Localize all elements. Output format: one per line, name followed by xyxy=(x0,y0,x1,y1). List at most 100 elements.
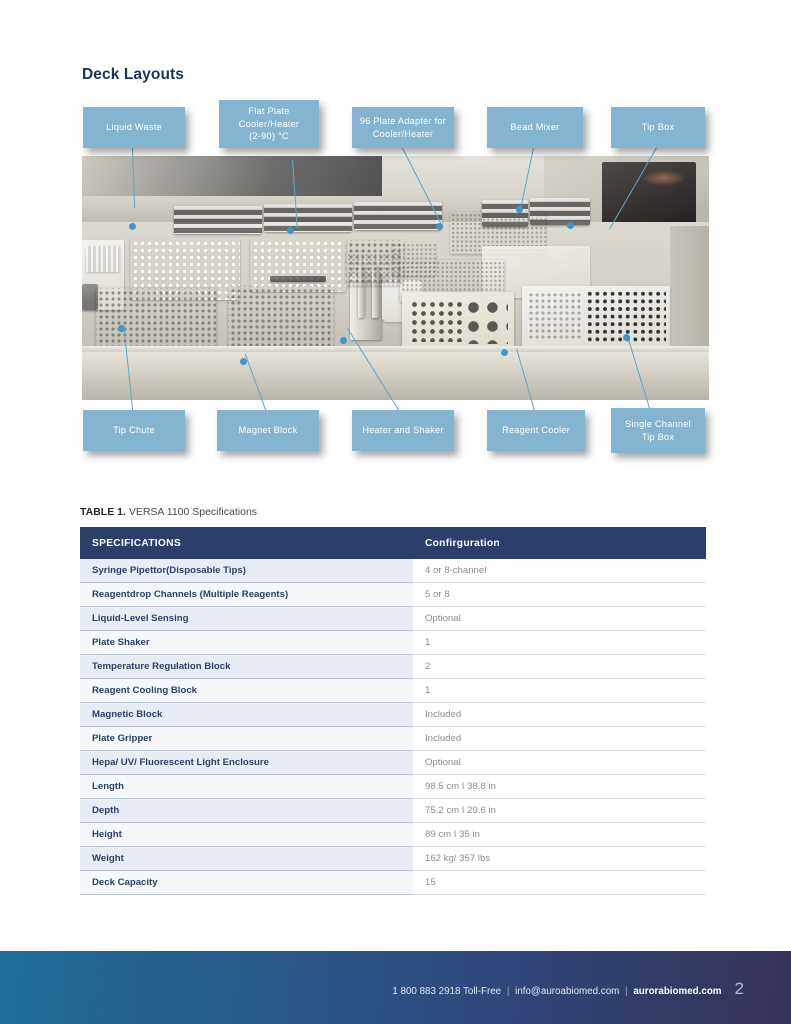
cell-specification: Height xyxy=(80,822,413,847)
photo-deck-rail xyxy=(82,346,709,353)
photo-tip-chute-opening xyxy=(82,284,98,310)
footer-separator-2: | xyxy=(625,986,628,997)
page-footer: 1 800 883 2918 Toll-Free | info@auroabio… xyxy=(0,951,791,1024)
photo-tip-box-left-wells xyxy=(528,292,582,340)
callout-label: Tip Box xyxy=(641,122,675,133)
photo-tip-box-right-wells xyxy=(586,290,666,342)
leader-dot-magnet-block xyxy=(240,358,247,365)
page-title: Deck Layouts xyxy=(82,66,184,83)
table-row: Reagentdrop Channels (Multiple Reagents)… xyxy=(80,582,706,607)
callout-heater-and-shaker[interactable]: Heater and Shaker xyxy=(352,410,454,451)
table-body: Syringe Pipettor(Disposable Tips)4 or 8-… xyxy=(80,559,706,895)
cell-specification: Syringe Pipettor(Disposable Tips) xyxy=(80,559,413,583)
cell-configuration: Included xyxy=(413,702,706,727)
photo-deck-front xyxy=(82,352,709,400)
cell-configuration: 89 cm I 35 in xyxy=(413,822,706,847)
deck-layout-figure: Liquid Waste Flat Plate Cooler/Heater (2… xyxy=(0,95,791,475)
cell-specification: Magnetic Block xyxy=(80,702,413,727)
photo-heater-shaker xyxy=(228,286,334,348)
callout-label: Heater and Shaker xyxy=(362,425,444,436)
callout-label: Tip Chute xyxy=(113,425,155,436)
photo-reagent-cooler-small-holes xyxy=(410,300,466,342)
photo-gripper-finger-right xyxy=(372,266,379,318)
callout-label: Flat Plate Cooler/Heater (2-90) °C xyxy=(238,106,300,142)
callout-tip-box[interactable]: Tip Box xyxy=(611,107,705,148)
callout-label: Magnet Block xyxy=(238,425,298,436)
cell-configuration: 1 xyxy=(413,630,706,655)
leader-dot-single-channel xyxy=(623,334,630,341)
leader-dot-liquid-waste xyxy=(129,223,136,230)
deck-photo xyxy=(82,156,709,400)
leader-dot-tip-chute xyxy=(118,325,125,332)
column-header-specifications: SPECIFICATIONS xyxy=(80,527,413,559)
callout-magnet-block[interactable]: Magnet Block xyxy=(217,410,319,451)
callout-tip-chute[interactable]: Tip Chute xyxy=(83,410,185,451)
specifications-table: SPECIFICATIONS Confirguration Syringe Pi… xyxy=(80,527,706,895)
cell-configuration: 98.5 cm I 38.8 in xyxy=(413,774,706,799)
column-header-configuration: Confirguration xyxy=(413,527,706,559)
callout-label: Bead Mixer xyxy=(510,122,560,133)
cell-specification: Liquid-Level Sensing xyxy=(80,606,413,631)
cell-configuration: 2 xyxy=(413,654,706,679)
page-number: 2 xyxy=(734,979,744,998)
photo-tip-rack-back-2 xyxy=(264,204,352,232)
photo-adapter-wells xyxy=(346,240,404,282)
photo-single-channel-tip-box xyxy=(522,286,670,348)
footer-contact: 1 800 883 2918 Toll-Free | info@auroabio… xyxy=(392,986,721,997)
photo-extra-plate xyxy=(346,252,400,286)
callout-label: Liquid Waste xyxy=(106,122,162,133)
table-row: Syringe Pipettor(Disposable Tips)4 or 8-… xyxy=(80,559,706,583)
leader-dot-flat-plate xyxy=(287,227,294,234)
photo-liquid-waste-top xyxy=(86,246,120,272)
cell-configuration: 162 kg/ 357 lbs xyxy=(413,846,706,871)
cell-configuration: 1 xyxy=(413,678,706,703)
photo-tip-rack-back-1 xyxy=(174,206,262,234)
leader-dot-plate-adapter xyxy=(436,223,443,230)
table-caption: TABLE 1. VERSA 1100 Specifications xyxy=(80,506,257,518)
cell-configuration: 15 xyxy=(413,870,706,895)
cell-specification: Temperature Regulation Block xyxy=(80,654,413,679)
photo-reagent-cooler-large-holes xyxy=(464,298,508,344)
cell-configuration: Included xyxy=(413,726,706,751)
cell-configuration: 75.2 cm I 29.6 in xyxy=(413,798,706,823)
cell-specification: Depth xyxy=(80,798,413,823)
callout-reagent-cooler[interactable]: Reagent Cooler xyxy=(487,410,585,451)
cell-specification: Length xyxy=(80,774,413,799)
cell-specification: Hepa/ UV/ Fluorescent Light Enclosure xyxy=(80,750,413,775)
cell-configuration: 4 or 8-channel xyxy=(413,559,706,583)
photo-magnet-block xyxy=(96,288,216,350)
cell-specification: Plate Shaker xyxy=(80,630,413,655)
callout-label: Reagent Cooler xyxy=(502,425,570,436)
callout-liquid-waste[interactable]: Liquid Waste xyxy=(83,107,185,148)
photo-tip-rack-back-5 xyxy=(530,198,590,225)
footer-phone: 1 800 883 2918 Toll-Free xyxy=(392,986,502,997)
callout-plate-adapter-cooler-heater[interactable]: 96 Plate Adapter for Cooler/Heater xyxy=(352,107,454,148)
footer-email[interactable]: info@auroabiomed.com xyxy=(515,986,620,997)
footer-website[interactable]: aurorabiomed.com xyxy=(633,986,722,997)
leader-dot-reagent-cooler xyxy=(501,349,508,356)
photo-plate-adapter-label xyxy=(270,276,326,282)
photo-reagent-cooler xyxy=(402,292,514,352)
cell-specification: Deck Capacity xyxy=(80,870,413,895)
cell-specification: Reagent Cooling Block xyxy=(80,678,413,703)
leader-dot-bead-mixer xyxy=(516,206,523,213)
footer-separator-1: | xyxy=(506,986,510,997)
cell-configuration: Optional xyxy=(413,606,706,631)
photo-back-wall-shadow xyxy=(82,156,382,196)
cell-specification: Plate Gripper xyxy=(80,726,413,751)
callout-bead-mixer[interactable]: Bead Mixer xyxy=(487,107,583,148)
photo-tip-rack-back-3 xyxy=(354,202,442,230)
callout-flat-plate-cooler-heater[interactable]: Flat Plate Cooler/Heater (2-90) °C xyxy=(219,100,319,148)
photo-right-panel xyxy=(670,226,709,366)
callout-single-channel-tip-box[interactable]: Single Channel Tip Box xyxy=(611,408,705,453)
